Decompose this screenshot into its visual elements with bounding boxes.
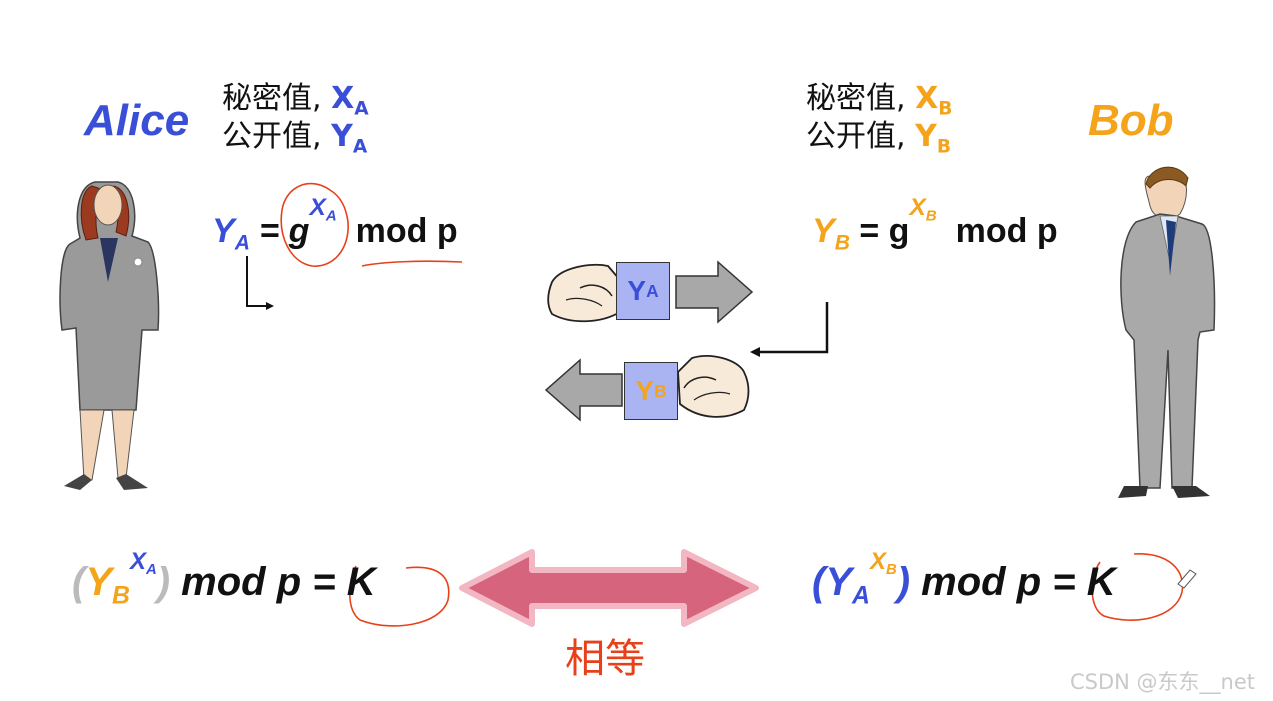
alice-eq-exponent: XA [309, 194, 337, 225]
bob-eq-lhs: YB [812, 212, 850, 255]
bob-eq-mid: = g [859, 212, 910, 250]
alice-eq-rhs: mod p [355, 212, 458, 250]
bob-eq-exponent: XB [909, 194, 937, 225]
send-right-arrow-icon [675, 260, 754, 324]
right-rest: mod p = K [921, 560, 1116, 604]
alice-down-right-arrow [246, 256, 268, 307]
alice-name: Alice [84, 96, 190, 145]
alice-secret-symbol: XA [331, 81, 369, 120]
left-rest: mod p = K [181, 560, 376, 604]
alice-public-equation: YA = gXA mod p [212, 194, 458, 255]
pencil-cursor-icon [1177, 569, 1197, 589]
annotation-circle-g [280, 182, 349, 267]
right-exponent: XB [869, 547, 897, 578]
bob-secret-label: 秘密值, [806, 81, 906, 116]
left-exponent: XA [129, 547, 157, 578]
bob-eq-rhs: mod p [955, 212, 1058, 250]
bob-shared-key-equation: (YAXB) mod p = K [812, 548, 1116, 611]
bob-public-symbol: YB [915, 119, 952, 158]
right-close-paren: ) [896, 560, 911, 604]
watermark: CSDN @东东__net [1070, 670, 1256, 694]
bob-secret-line: 秘密值, XB [806, 80, 952, 129]
bob-figure-icon [1118, 166, 1216, 498]
annotation-circle-right-k [1091, 553, 1184, 621]
equal-double-arrow-icon [459, 549, 759, 627]
right-base: YA [825, 560, 870, 610]
left-close-paren: ) [156, 560, 171, 604]
bob-public-label: 公开值, [806, 119, 906, 154]
alice-secret-line: 秘密值, XA [222, 80, 369, 129]
alice-shared-key-equation: (YBXA) mod p = K [72, 548, 376, 611]
equal-label: 相等 [565, 636, 645, 682]
hand-right-icon [677, 355, 750, 418]
send-left-arrow-icon [544, 358, 623, 422]
bob-name: Bob [1088, 96, 1174, 145]
alice-public-label: 公开值, [222, 119, 322, 154]
bob-public-line: 公开值, YB [806, 118, 951, 167]
alice-public-line: 公开值, YA [222, 118, 367, 167]
bob-secret-symbol: XB [915, 81, 953, 120]
left-open-paren: ( [72, 560, 86, 604]
alice-eq-mid: = g [259, 212, 310, 250]
alice-eq-lhs: YA [212, 212, 250, 255]
alice-secret-label: 秘密值, [222, 81, 322, 116]
annotation-circle-left-k [348, 565, 450, 627]
alice-public-symbol: YA [331, 119, 368, 158]
annotation-underline-mod [361, 260, 463, 267]
right-open-paren: ( [812, 560, 826, 604]
left-base: YB [85, 560, 130, 610]
bob-down-left-arrow [758, 302, 829, 354]
hand-left-icon [547, 263, 621, 323]
bob-public-equation: YB = gXB mod p [812, 194, 1058, 255]
alice-figure-icon [59, 181, 160, 490]
